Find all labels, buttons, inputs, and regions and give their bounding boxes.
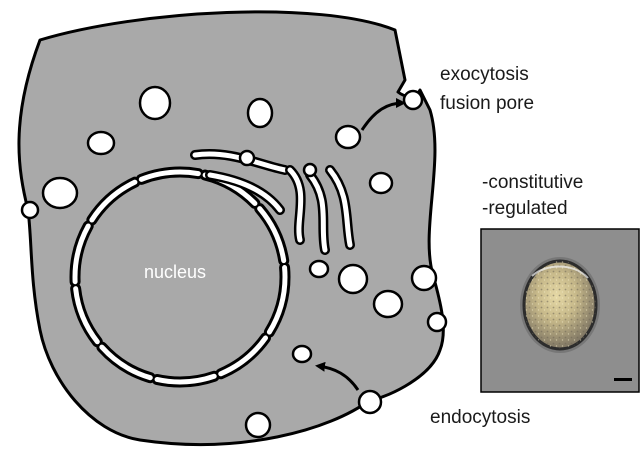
vesicle xyxy=(246,413,270,437)
scale-bar xyxy=(614,378,632,381)
micrograph-inset xyxy=(481,229,639,392)
vesicle xyxy=(412,266,436,290)
vesicle xyxy=(336,126,360,148)
vesicle xyxy=(140,87,170,119)
membrane-pit xyxy=(22,202,38,218)
vesicle xyxy=(370,173,392,193)
regulated-label: -regulated xyxy=(482,198,568,219)
vesicle xyxy=(310,261,328,277)
vesicle xyxy=(43,178,77,208)
vesicle xyxy=(339,265,367,293)
vesicle xyxy=(374,291,402,317)
vesicle xyxy=(293,346,311,362)
vesicle xyxy=(248,99,272,127)
fusion-pore xyxy=(404,91,422,109)
constitutive-label: -constitutive xyxy=(482,172,583,193)
vesicle xyxy=(88,132,114,154)
golgi-vesicle xyxy=(240,151,254,165)
endocytosis-label: endocytosis xyxy=(430,407,530,428)
endocytic-pit xyxy=(359,391,381,413)
nucleus-label: nucleus xyxy=(144,262,206,282)
membrane-pit xyxy=(428,313,446,331)
golgi-vesicle xyxy=(304,164,316,176)
exocytosis-label: exocytosis xyxy=(440,64,529,85)
fusion-pore-label: fusion pore xyxy=(440,93,534,114)
